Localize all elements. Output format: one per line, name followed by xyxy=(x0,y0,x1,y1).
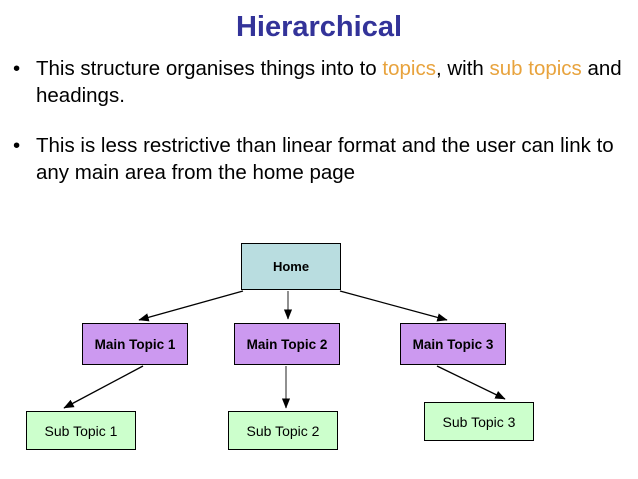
text-segment: , with xyxy=(435,57,490,80)
text-segment: This structure organises things into to xyxy=(36,57,383,80)
diagram-node-label: Main Topic 3 xyxy=(412,336,494,352)
list-item-text: This is less restrictive than linear for… xyxy=(36,134,614,184)
list-item: • This is less restrictive than linear f… xyxy=(0,133,638,186)
text-segment-highlight: topics xyxy=(382,57,436,80)
list-item: • This structure organises things into t… xyxy=(0,56,638,109)
diagram-node-sub-topic-2[interactable]: Sub Topic 2 xyxy=(228,411,338,450)
diagram-node-main-topic-2[interactable]: Main Topic 2 xyxy=(234,323,340,365)
text-segment: and headings. xyxy=(36,57,622,107)
list-item-text: This structure organises things into to … xyxy=(36,57,622,107)
diagram-node-label: Main Topic 2 xyxy=(246,336,328,352)
diagram-node-label: Sub Topic 1 xyxy=(44,422,118,439)
bullet-list: • This structure organises things into t… xyxy=(0,56,638,186)
diagram-node-label: Main Topic 1 xyxy=(94,336,176,352)
connector-main-1-to-sub-1 xyxy=(63,365,144,409)
bullet-marker-icon: • xyxy=(13,134,21,157)
diagram-node-sub-topic-3[interactable]: Sub Topic 3 xyxy=(424,402,534,441)
diagram-node-main-topic-3[interactable]: Main Topic 3 xyxy=(400,323,506,365)
diagram-node-home[interactable]: Home xyxy=(241,243,341,290)
connector-home-to-main-1 xyxy=(138,290,244,322)
diagram-node-main-topic-1[interactable]: Main Topic 1 xyxy=(82,323,188,365)
text-segment-highlight: sub topics xyxy=(489,57,582,80)
diagram-node-label: Home xyxy=(272,259,310,274)
diagram-node-label: Sub Topic 3 xyxy=(442,413,516,430)
connector-main-3-to-sub-3 xyxy=(436,365,506,400)
bullet-marker-icon: • xyxy=(13,57,21,80)
text-segment: This is less restrictive than linear for… xyxy=(36,134,614,184)
diagram-node-sub-topic-1[interactable]: Sub Topic 1 xyxy=(26,411,136,450)
connector-home-to-main-3 xyxy=(339,290,448,322)
diagram-node-label: Sub Topic 2 xyxy=(246,422,320,439)
page-title: Hierarchical xyxy=(235,11,403,43)
